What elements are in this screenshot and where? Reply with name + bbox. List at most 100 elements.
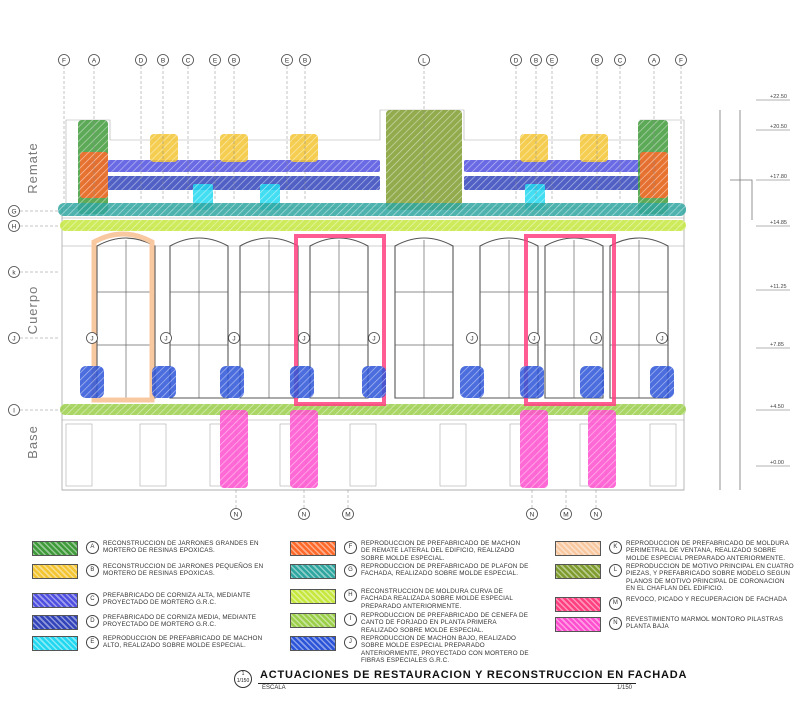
facade-repair-frame xyxy=(294,234,386,406)
side-tag-label: J xyxy=(12,335,15,342)
bottom-tag-label: M xyxy=(345,511,350,518)
legend-swatch-D xyxy=(32,615,78,630)
central-motif-hatch xyxy=(386,110,462,210)
side-pier-left-hatch xyxy=(80,152,108,198)
facade-repair-frame xyxy=(524,234,616,406)
top-tag xyxy=(58,54,70,66)
top-tag-label: C xyxy=(618,57,623,64)
ceiling-soffit-band-hatch xyxy=(58,203,686,216)
legend-text-K: REPRODUCCION DE PREFABRICADO DE MOLDURA … xyxy=(626,540,789,562)
top-tag-label: B xyxy=(303,57,307,64)
bottom-tag xyxy=(230,508,242,520)
level-value: +4.50 xyxy=(770,404,784,410)
top-tag xyxy=(135,54,147,66)
legend-badge-L: L xyxy=(609,564,622,577)
legend-swatch-I xyxy=(290,613,336,628)
top-tag-label: C xyxy=(186,57,191,64)
window-frame-moulding xyxy=(91,231,155,403)
window-frame xyxy=(609,237,669,399)
section-profile xyxy=(719,110,753,490)
pier-low-hatch xyxy=(290,366,314,398)
level-value: +22.50 xyxy=(770,94,787,100)
base-pilaster xyxy=(139,423,167,487)
pier-tag xyxy=(466,332,478,344)
top-tag-label: E xyxy=(550,57,555,64)
bottom-tag-label: N xyxy=(234,511,239,518)
cornice-high-left-hatch xyxy=(84,160,380,172)
window-frame xyxy=(394,237,454,399)
legend-text-J: REPRODUCCION DE MACHON BAJO, REALIZADO S… xyxy=(361,635,529,665)
pier-low-hatch xyxy=(460,366,484,398)
legend-swatch-N xyxy=(555,617,601,632)
window xyxy=(609,237,669,399)
side-tag xyxy=(8,266,20,278)
top-tag-label: D xyxy=(139,57,144,64)
scale-label: ESCALA xyxy=(262,685,286,691)
pier-low-hatch xyxy=(80,366,104,398)
top-tag-label: E xyxy=(213,57,218,64)
top-tag-label: L xyxy=(422,57,426,64)
top-tag-label: A xyxy=(92,57,97,64)
top-tag xyxy=(281,54,293,66)
legend-text-I: REPRODUCCION DE PREFABRICADO DE CENEFA D… xyxy=(361,612,529,634)
legend-badge-G: G xyxy=(344,564,357,577)
cornice-high-right-hatch xyxy=(464,160,656,172)
pilaster-marble-hatch xyxy=(290,410,318,488)
legend-badge-K: K xyxy=(609,541,622,554)
pier-tag-label: J xyxy=(372,335,375,342)
bottom-tag xyxy=(560,508,572,520)
level-value: +17.80 xyxy=(770,174,787,180)
top-tag xyxy=(88,54,100,66)
side-tag xyxy=(8,205,20,217)
legend-badge-N: N xyxy=(609,617,622,630)
legend-swatch-G xyxy=(290,564,336,579)
pier-tag-label: J xyxy=(660,335,663,342)
bottom-tag xyxy=(298,508,310,520)
title-block: 1 1/150 ACTUACIONES DE RESTAURACION Y RE… xyxy=(228,668,686,704)
top-tag-label: B xyxy=(595,57,599,64)
cornice-mid-left-hatch xyxy=(84,176,380,190)
top-tag xyxy=(648,54,660,66)
pier-tag xyxy=(298,332,310,344)
window-frame xyxy=(96,237,156,399)
legend-badge-I: I xyxy=(344,613,357,626)
pier-tag xyxy=(228,332,240,344)
pier-low-hatch xyxy=(650,366,674,398)
top-tag-label: A xyxy=(652,57,657,64)
level-value: +14.85 xyxy=(770,220,787,226)
top-tag xyxy=(675,54,687,66)
top-tag xyxy=(157,54,169,66)
top-tag xyxy=(530,54,542,66)
legend-badge-F: F xyxy=(344,541,357,554)
legend-text-G: REPRODUCCION DE PREFABRICADO DE PLAFON D… xyxy=(361,563,529,578)
scale-value: 1/150 xyxy=(616,685,632,691)
pilaster-marble-hatch xyxy=(588,410,616,488)
urn-small-hatch xyxy=(150,134,178,162)
level-value: +11.25 xyxy=(770,284,787,290)
title-underline xyxy=(258,683,636,684)
legend-swatch-C xyxy=(32,593,78,608)
pier-low-hatch xyxy=(152,366,176,398)
legend-swatch-H xyxy=(290,589,336,604)
legend-badge-H: H xyxy=(344,589,357,602)
top-tag xyxy=(418,54,430,66)
side-tag-label: I xyxy=(13,407,15,414)
legend-text-H: RECONSTRUCCION DE MOLDURA CURVA DE FACHA… xyxy=(361,588,513,610)
scale-badge-bottom: 1/150 xyxy=(236,678,250,684)
legend-text-M: REVOCO, PICADO Y RECUPERACION DE FACHADA xyxy=(626,596,788,603)
zone-label-remate: Remate xyxy=(25,142,40,194)
bottom-tag xyxy=(590,508,602,520)
pilaster-marble-hatch xyxy=(520,410,548,488)
base-pilaster xyxy=(649,423,677,487)
pier-low-hatch xyxy=(220,366,244,398)
scale-badge-top: 1 xyxy=(241,671,245,677)
legend-swatch-L xyxy=(555,564,601,579)
